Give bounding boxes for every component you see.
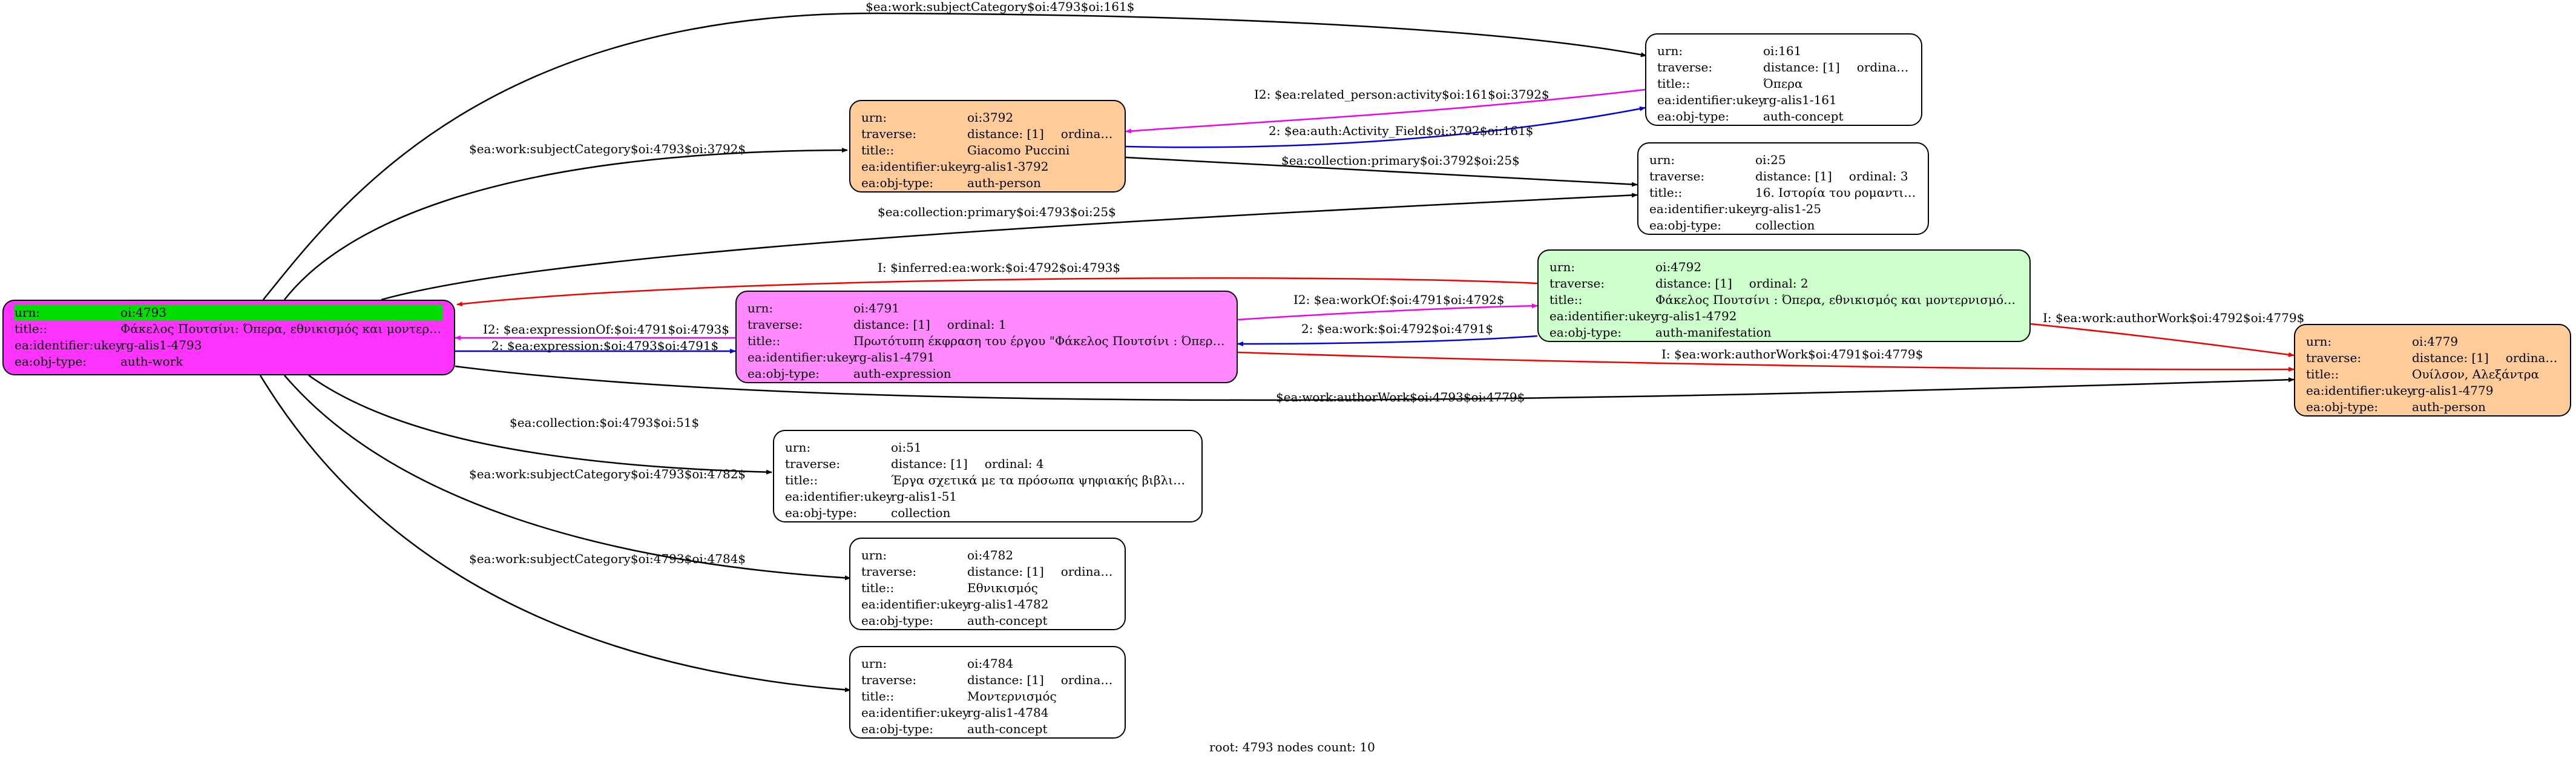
edge-4793-3792 (284, 148, 848, 300)
node-4792[interactable]: urn:oi:4792 traverse:distance: [1]ordina… (1537, 249, 2031, 342)
edge-label-4793-3792: $ea:work:subjectCategory$oi:4793$oi:3792… (469, 142, 746, 156)
node-161[interactable]: urn:oi:161 traverse:distance: [1]ordinal… (1645, 33, 1922, 126)
graph-footer: root: 4793 nodes count: 10 (1209, 740, 1375, 754)
edge-3792-161 (1125, 106, 1646, 148)
edge-4793-161 (263, 12, 1647, 300)
edge-label-4792-4779: I: $ea:work:authorWork$oi:4792$oi:4779$ (2043, 311, 2304, 325)
edge-label-4793-4784: $ea:work:subjectCategory$oi:4793$oi:4784… (469, 552, 746, 566)
node-4793-row-objtype: ea:obj-type: auth-work (15, 354, 183, 369)
edge-4793-51 (308, 374, 772, 475)
edge-4792-4793 (456, 277, 1538, 307)
edge-label-4792-4791: 2: $ea:work:$oi:4792$oi:4791$ (1301, 321, 1493, 336)
edge-4793-4779 (455, 365, 2295, 401)
node-4784[interactable]: urn:oi:4784 traverse:distance: [1]ordina… (849, 646, 1126, 739)
edge-label-4793-4782: $ea:work:subjectCategory$oi:4793$oi:4782… (469, 467, 746, 481)
edge-3792-25 (1125, 156, 1638, 187)
node-4782[interactable]: urn:oi:4782 traverse:distance: [1]ordina… (849, 538, 1126, 630)
edge-161-3792 (1125, 88, 1646, 134)
node-51[interactable]: urn:oi:51 traverse:distance: [1]ordinal:… (773, 430, 1203, 522)
node-4793[interactable]: urn: oi:4793 title:: Φάκελος Πουτσίνι: Ό… (2, 300, 455, 375)
edge-4792-4779 (2030, 323, 2295, 357)
edge-label-4791-4779: I: $ea:work:authorWork$oi:4791$oi:4779$ (1661, 347, 1923, 361)
node-4791[interactable]: urn:oi:4791 traverse:distance: [1]ordina… (735, 291, 1238, 383)
node-4793-row-title: title:: Φάκελος Πουτσίνι: Όπερα, εθνικισ… (15, 321, 443, 336)
edge-label-4793-51: $ea:collection:$oi:4793$oi:51$ (510, 415, 699, 430)
node-4793-row-ukey: ea:identifier:ukey rg-alis1-4793 (15, 338, 202, 352)
edge-label-3792-25: $ea:collection:primary$oi:3792$oi:25$ (1281, 153, 1520, 168)
edge-4791-4779 (1237, 351, 2295, 372)
edge-4793-4784 (259, 375, 851, 693)
edge-label-4793-4779: $ea:work:authorWork$oi:4793$oi:4779$ (1276, 390, 1525, 404)
edge-label-3792-161: 2: $ea:auth:Activity_Field$oi:3792$oi:16… (1269, 124, 1534, 138)
node-25[interactable]: urn:oi:25 traverse:distance: [1]ordinal:… (1637, 142, 1929, 235)
edge-label-4793-4791: 2: $ea:expression:$oi:4793$oi:4791$ (491, 338, 718, 353)
edge-label-4793-25: $ea:collection:primary$oi:4793$oi:25$ (878, 205, 1116, 219)
edge-4791-4792 (1237, 303, 1538, 321)
edge-label-4791-4793: I2: $ea:expressionOf:$oi:4791$oi:4793$ (483, 322, 729, 337)
edge-4793-4782 (284, 375, 851, 581)
edge-label-4792-4793: I: $inferred:ea:work:$oi:4792$oi:4793$ (878, 260, 1120, 275)
edge-4793-25 (381, 193, 1638, 301)
node-3792[interactable]: urn:oi:3792 traverse:distance: [1]ordina… (849, 100, 1126, 193)
edge-4792-4791 (1237, 335, 1538, 346)
node-4779[interactable]: urn:oi:4779 traverse:distance: [1]ordina… (2294, 324, 2571, 417)
edge-label-161-3792: I2: $ea:related_person:activity$oi:161$o… (1254, 87, 1549, 102)
edge-label-4791-4792: I2: $ea:workOf:$oi:4791$oi:4792$ (1293, 292, 1505, 307)
node-4793-row-urn: urn: oi:4793 (15, 305, 443, 321)
edge-label-4793-161: $ea:work:subjectCategory$oi:4793$oi:161$ (866, 0, 1134, 14)
